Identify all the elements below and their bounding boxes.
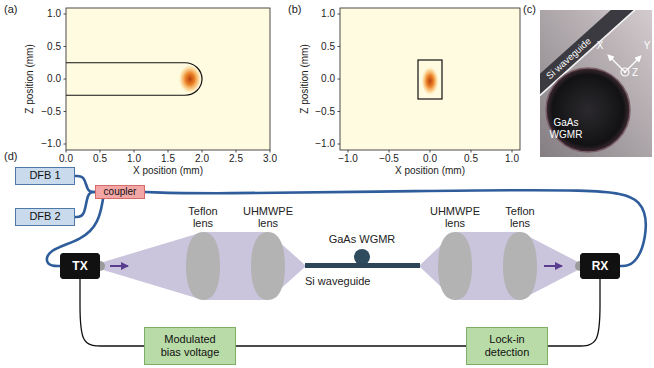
tick-label: −0.5 [379, 153, 399, 165]
lockin-box: Lock-in detection [466, 327, 548, 364]
axis-title: Z position (mm) [24, 44, 36, 113]
wire-connector [548, 279, 600, 346]
waveguide-photo [540, 10, 652, 157]
waveguide-band [540, 10, 652, 157]
node-text: DFB 2 [29, 210, 60, 223]
field-map [66, 8, 270, 150]
tick-label: 1.0 [127, 153, 141, 165]
lens-body [186, 232, 220, 300]
horn-lens [100, 261, 105, 271]
axis-label: X [597, 40, 604, 52]
waveguide-outline [418, 60, 442, 99]
disk-body [354, 249, 370, 265]
tick-label: −0.5 [41, 106, 61, 118]
tick-label: 0.5 [321, 41, 335, 53]
beam-arrow [110, 265, 128, 267]
resonator-photo [546, 68, 630, 152]
beam-arrow [544, 265, 562, 267]
lens-shape [251, 232, 285, 300]
axis-label: Z [632, 67, 638, 79]
laser-box: DFB 2 [15, 208, 75, 226]
axis-title: Z position (mm) [299, 44, 311, 113]
waveguide-bar [305, 263, 420, 268]
waveguide-edge [540, 10, 652, 157]
node-text: UHMWPE lens [430, 205, 481, 230]
plot-frame [66, 8, 270, 150]
node-text: DFB 1 [29, 169, 60, 182]
node-text: RX [592, 259, 609, 273]
field-hotspot [421, 66, 439, 96]
node-text: Si waveguide [305, 275, 420, 288]
lens: Teflon lens [495, 205, 546, 300]
photo-label: GaAs WGMR [544, 117, 588, 140]
photo [540, 10, 652, 157]
tick-label: 1.0 [321, 8, 335, 20]
tick-label: 2.5 [229, 153, 243, 165]
axis-title: X position (mm) [395, 165, 465, 177]
resonator-outline [66, 63, 202, 96]
plot-frame [340, 8, 520, 150]
tick-label: 1.0 [47, 8, 61, 20]
panel-label: (d) [4, 150, 17, 163]
node-text: Teflon lens [178, 205, 229, 230]
waveguide: Si waveguide [305, 263, 420, 288]
wire-connector [80, 279, 144, 346]
node-text: Lock-in detection [477, 333, 537, 358]
tick-label: −0.5 [315, 106, 335, 118]
tick-label: −1.0 [338, 153, 358, 165]
tick-label: 1.5 [161, 153, 175, 165]
field-map [340, 8, 520, 150]
wire-connector [236, 345, 466, 346]
lens: UHMWPE lens [430, 205, 481, 300]
transmitter-box: TX [60, 253, 100, 279]
fiber-connector [75, 176, 95, 192]
node-text: UHMWPE lens [243, 205, 294, 230]
tick-label: −1.0 [315, 138, 335, 150]
lens-shape [503, 232, 537, 300]
tick-label: 0.0 [321, 73, 335, 85]
panel-label: (c) [523, 3, 536, 16]
lens-body [503, 232, 537, 300]
node-text: Teflon lens [495, 205, 546, 230]
node-text: GaAs WGMR [329, 233, 396, 246]
lens: UHMWPE lens [243, 205, 294, 300]
waveguide-shape [305, 263, 420, 268]
tick-label: 0.0 [423, 153, 437, 165]
node-text: coupler [104, 186, 137, 198]
lens-body [251, 232, 285, 300]
panel-label: (a) [4, 3, 17, 16]
lens-shape [438, 232, 472, 300]
tick-label: 2.0 [195, 153, 209, 165]
tick-label: 0.0 [59, 153, 73, 165]
axis-title: X position (mm) [133, 165, 203, 177]
resonator-disk: GaAs WGMR [329, 233, 396, 266]
fiber-connector [75, 192, 95, 217]
lens-body [438, 232, 472, 300]
tick-label: 1.0 [505, 153, 519, 165]
tick-label: 0.5 [47, 41, 61, 53]
axis-out-of-plane-dot [624, 71, 626, 73]
tick-marks [338, 14, 513, 153]
panel-label: (b) [288, 3, 301, 16]
coupler-box: coupler [95, 185, 145, 199]
lens-shape [186, 232, 220, 300]
tick-label: 0.5 [93, 153, 107, 165]
node-text: Modulated bias voltage [155, 333, 225, 358]
receiver-box: RX [580, 253, 620, 279]
tick-label: 3.0 [263, 153, 277, 165]
fiber-connector [145, 190, 646, 266]
tick-marks [64, 14, 271, 153]
tick-label: 0.0 [47, 73, 61, 85]
bias-box: Modulated bias voltage [144, 327, 236, 364]
node-text: TX [72, 259, 87, 273]
axis-label: Y [644, 40, 651, 52]
lens: Teflon lens [178, 205, 229, 300]
tick-label: −1.0 [41, 138, 61, 150]
axis-out-of-plane [621, 68, 629, 76]
tick-label: 0.5 [464, 153, 478, 165]
laser-box: DFB 1 [15, 167, 75, 185]
